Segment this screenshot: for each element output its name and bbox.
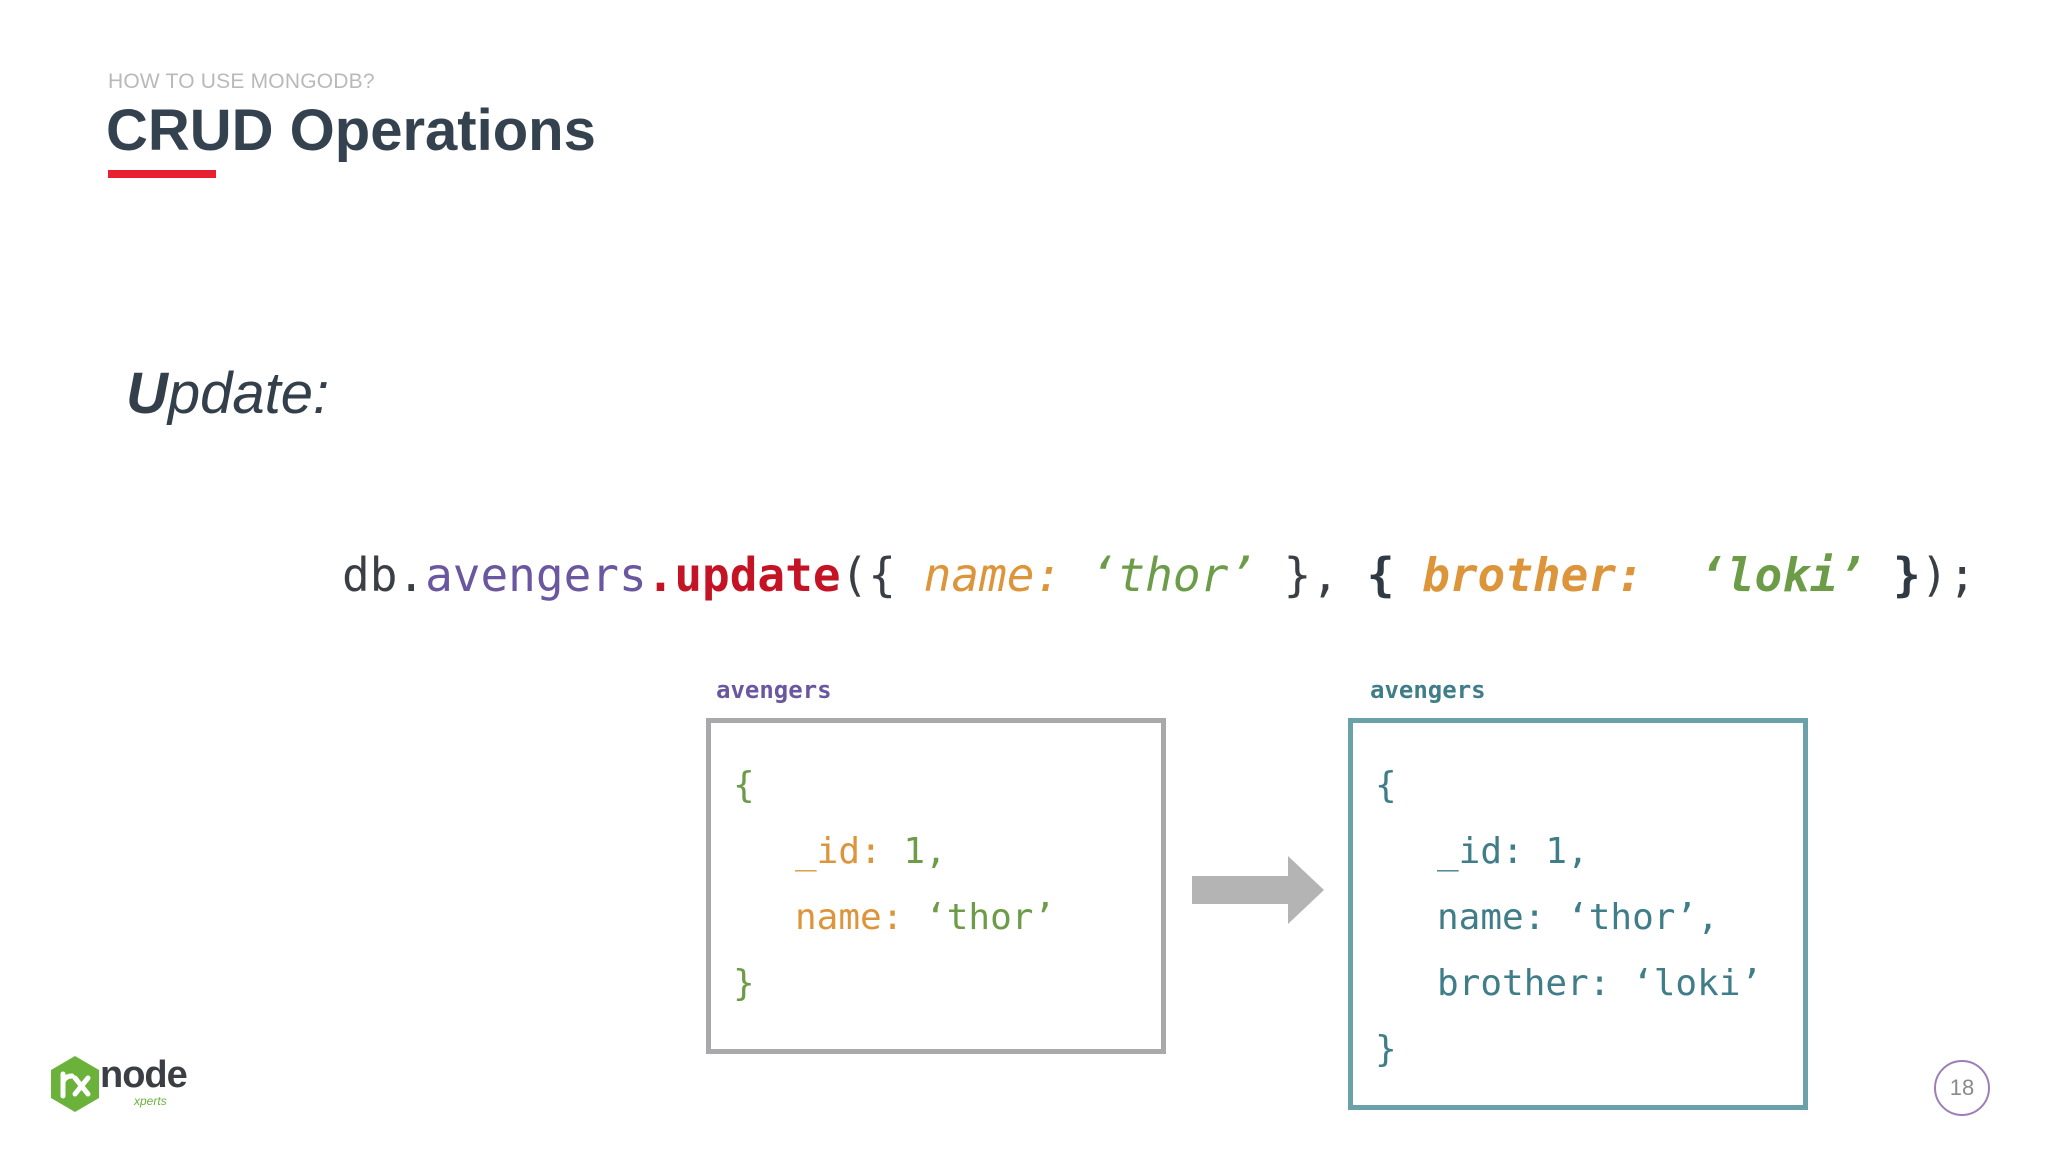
update-command: db.avengers.update({ name: ‘thor’ }, { b… <box>342 548 1976 602</box>
before-id-key: _id: <box>795 831 904 872</box>
code-filter-key: name: <box>923 548 1090 602</box>
after-id-line: _id: 1, <box>1437 831 1589 872</box>
before-collection-label: avengers <box>716 676 832 704</box>
before-name-value: ‘thor’ <box>925 897 1056 938</box>
section-label-initial: U <box>126 361 168 426</box>
after-brother-line: brother: ‘loki’ <box>1437 963 1763 1004</box>
logo-subtext: xperts <box>134 1094 167 1108</box>
before-id-line: _id: 1, <box>795 831 947 872</box>
slide-kicker: HOW TO USE MONGODB? <box>108 70 375 93</box>
code-update-key: brother: <box>1394 548 1672 602</box>
before-name-key: name: <box>795 897 926 938</box>
before-document-box: { _id: 1, name: ‘thor’ } <box>706 718 1166 1054</box>
after-open-brace: { <box>1375 765 1397 806</box>
code-update-close: } <box>1865 548 1921 602</box>
code-update-open: { <box>1366 548 1395 602</box>
code-update-value: ‘loki’ <box>1699 548 1866 602</box>
code-db: db. <box>342 548 426 602</box>
before-name-line: name: ‘thor’ <box>795 897 1055 938</box>
after-document-box: { _id: 1, name: ‘thor’, brother: ‘loki’ … <box>1348 718 1808 1110</box>
code-mid: }, <box>1255 548 1367 602</box>
before-open-brace: { <box>733 765 755 806</box>
code-filter-value: ‘thor’ <box>1089 548 1256 602</box>
before-close-brace: } <box>733 963 755 1004</box>
nodexperts-logo: node xperts <box>48 1054 198 1116</box>
after-collection-label: avengers <box>1370 676 1486 704</box>
before-id-value: 1, <box>903 831 947 872</box>
code-collection: avengers <box>425 548 647 602</box>
code-method: .update <box>646 548 841 602</box>
code-open: ({ <box>840 548 924 602</box>
slide-title: CRUD Operations <box>106 98 596 163</box>
title-underline <box>108 170 216 178</box>
page-number-badge: 18 <box>1934 1060 1990 1116</box>
section-label: Update: <box>126 360 329 427</box>
rx-hexagon-icon <box>51 1056 99 1112</box>
after-name-line: name: ‘thor’, <box>1437 897 1719 938</box>
after-close-brace: } <box>1375 1029 1397 1070</box>
logo-wordmark: node <box>100 1054 188 1096</box>
right-arrow-icon <box>1192 856 1324 924</box>
code-end: ); <box>1920 548 1977 602</box>
section-label-rest: pdate: <box>167 361 330 426</box>
